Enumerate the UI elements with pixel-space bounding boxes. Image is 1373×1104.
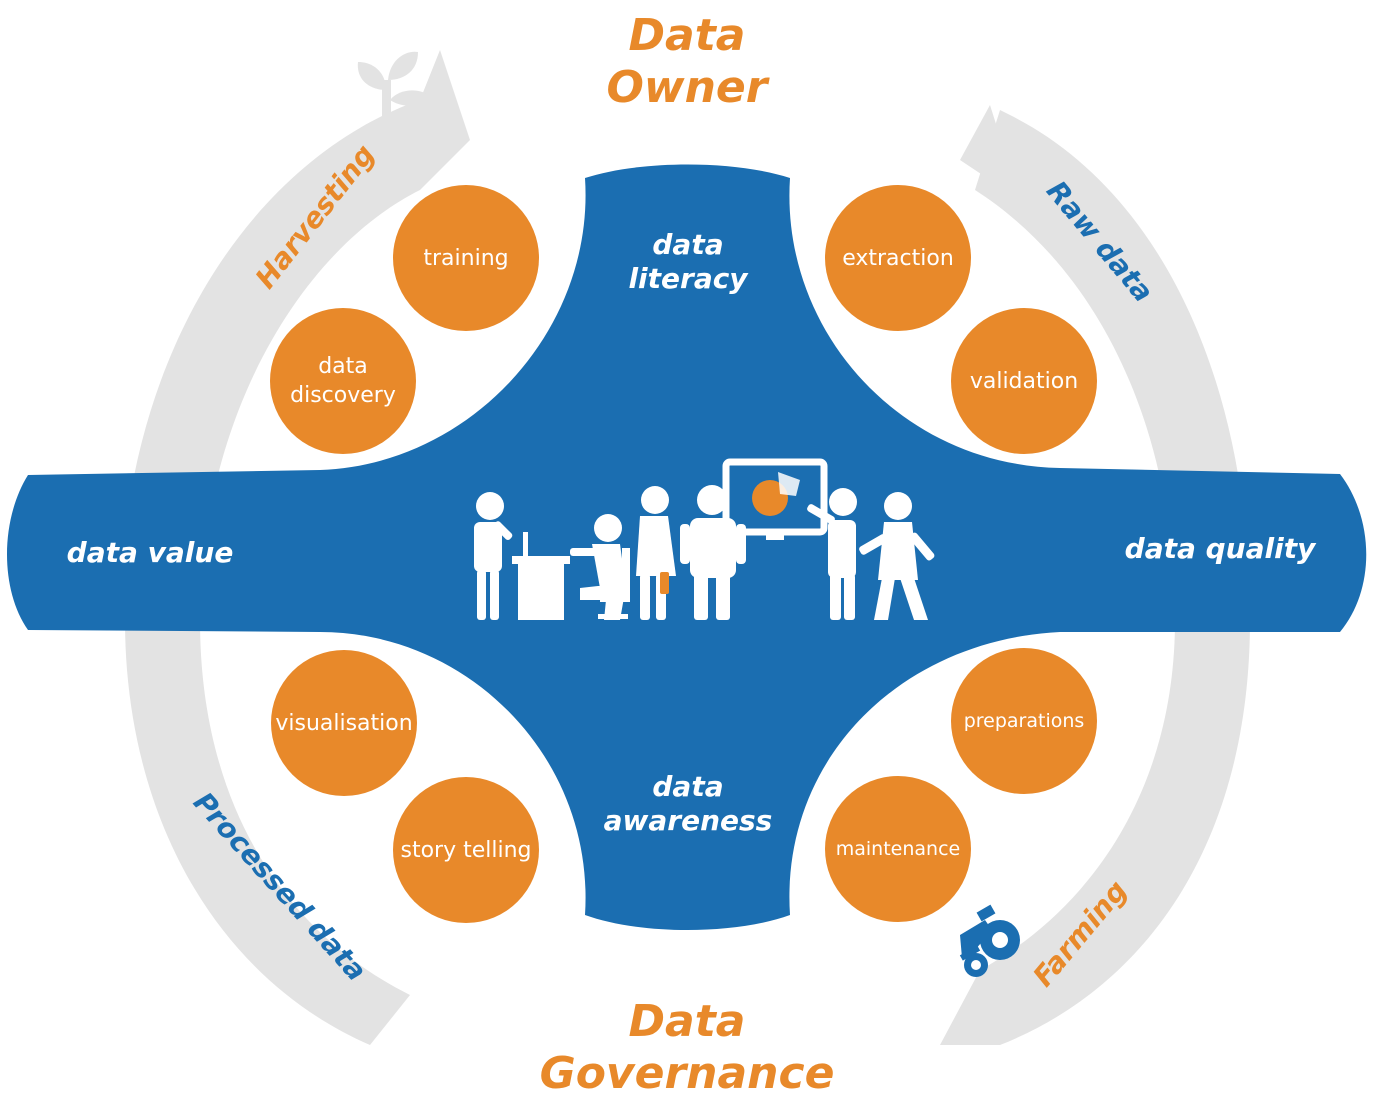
tractor-icon xyxy=(959,904,1020,977)
axis-data-awareness-line2: awareness xyxy=(603,804,773,837)
axis-data-value-label: data value xyxy=(66,536,234,569)
circle-extraction-label: extraction xyxy=(842,245,954,271)
circle-validation: validation xyxy=(951,308,1097,454)
title-data-governance-line2: Governance xyxy=(539,1048,835,1099)
axis-data-literacy-line1: data xyxy=(652,228,724,261)
circle-training-label: training xyxy=(423,245,509,271)
raw-data-arrowhead xyxy=(960,105,1020,200)
team-presentation-icon xyxy=(474,458,935,620)
circle-preparations: preparations xyxy=(951,648,1097,794)
circle-story-telling-label: story telling xyxy=(400,837,532,863)
circle-data-discovery: data discovery xyxy=(270,308,416,454)
title-data-owner-line2: Owner xyxy=(606,62,768,113)
axis-data-quality: data quality xyxy=(1100,532,1340,566)
axis-data-quality-label: data quality xyxy=(1124,532,1316,565)
circle-maintenance-label: maintenance xyxy=(835,837,961,860)
title-data-governance: Data Governance xyxy=(487,996,887,1100)
farming-arrow xyxy=(940,620,1250,1045)
axis-data-literacy: data literacy xyxy=(588,228,788,296)
circle-validation-label: validation xyxy=(969,368,1079,394)
title-data-governance-line1: Data xyxy=(628,996,746,1047)
processed-data-arrow xyxy=(125,620,410,1045)
axis-data-value: data value xyxy=(40,536,260,570)
circle-preparations-label: preparations xyxy=(963,709,1085,732)
circle-training: training xyxy=(393,185,539,331)
title-data-owner-line1: Data xyxy=(628,10,746,61)
circle-extraction: extraction xyxy=(825,185,971,331)
circle-data-discovery-line1: data xyxy=(318,354,368,379)
circle-visualisation: visualisation xyxy=(271,650,417,796)
circle-maintenance: maintenance xyxy=(825,776,971,922)
axis-data-literacy-line2: literacy xyxy=(628,262,748,295)
pie-chart-icon xyxy=(752,480,788,516)
circle-data-discovery-line2: discovery xyxy=(290,383,396,408)
circle-story-telling: story telling xyxy=(393,777,539,923)
circle-visualisation-label: visualisation xyxy=(275,710,413,736)
axis-data-awareness-line1: data xyxy=(652,770,724,803)
sprout-icon xyxy=(357,51,430,120)
title-data-owner: Data Owner xyxy=(487,10,887,114)
axis-data-awareness: data awareness xyxy=(578,770,798,838)
